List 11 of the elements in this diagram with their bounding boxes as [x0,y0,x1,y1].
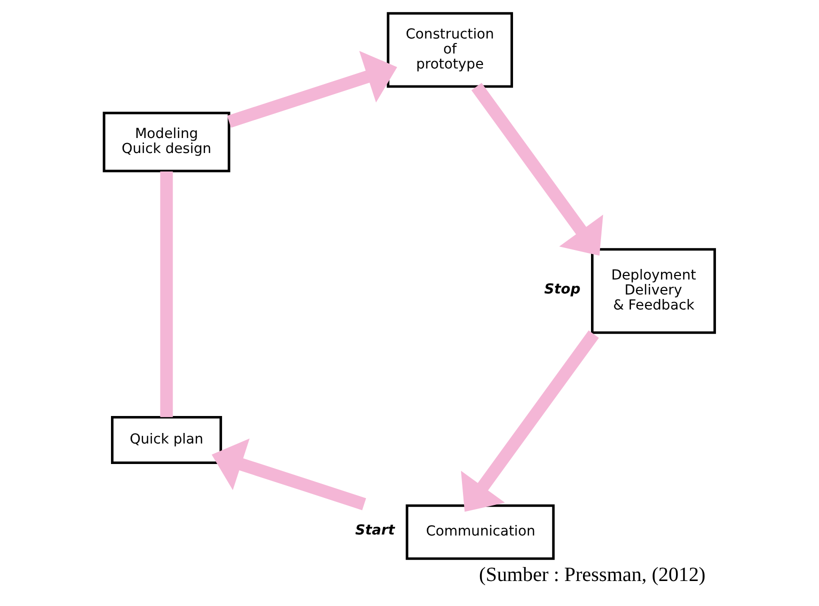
node-box: Modeling Quick design [102,112,230,172]
connector [160,171,172,418]
arrow [226,50,397,128]
node-label: Stop [544,281,580,298]
arrow [460,330,598,512]
caption: (Sumber : Pressman, (2012) [478,564,706,586]
node-box: Construction of prototype [386,12,513,88]
arrow [211,438,366,510]
arrow [470,82,603,256]
node-label: Start [354,522,394,538]
node-box: Quick plan [110,416,222,464]
